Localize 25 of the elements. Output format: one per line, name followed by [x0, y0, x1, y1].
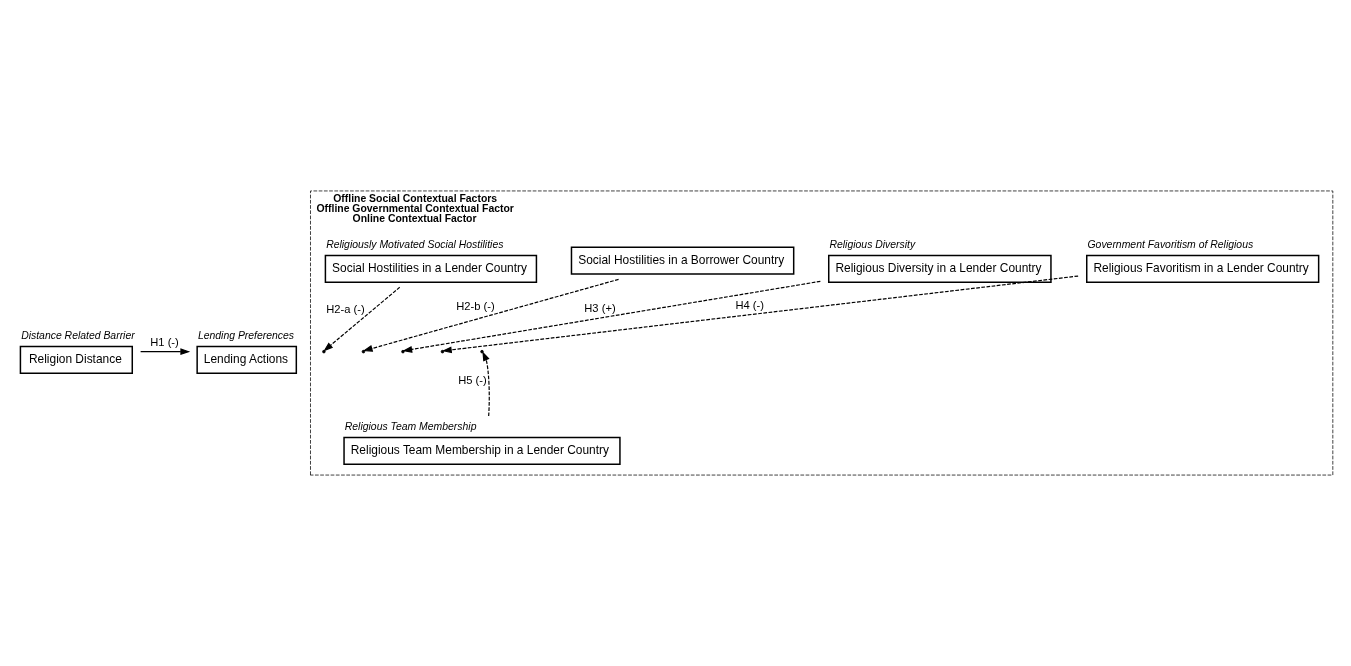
- edge-label: H5 (-): [458, 374, 487, 387]
- arrow: [362, 278, 620, 352]
- node-box: Social Hostilities in a Borrower Country: [570, 246, 795, 275]
- node-label: Religiously Motivated Social Hostilities: [326, 239, 504, 251]
- arrow: [402, 280, 821, 353]
- node-box: Religious Diversity in a Lender Country: [828, 254, 1052, 284]
- edge-label: H2-a (-): [326, 302, 365, 315]
- edge-label: H3 (+): [584, 301, 616, 314]
- node-box: Social Hostilities in a Lender Country: [324, 254, 538, 284]
- node-label: Government Favoritism of Religious: [1087, 239, 1254, 251]
- edge-label: H4 (-): [735, 299, 765, 312]
- arrow: [323, 286, 401, 352]
- arrow: [140, 348, 191, 356]
- arrow: [441, 275, 1079, 354]
- node-label: Lending Preferences: [197, 330, 295, 342]
- node-box: Religious Favoritism in a Lender Country: [1086, 254, 1320, 284]
- node-box: Lending Actions: [196, 345, 298, 374]
- node-label: Religious Team Membership: [344, 421, 477, 433]
- node-label: Distance Related Barrier: [21, 330, 135, 342]
- edge-label: H1 (-): [150, 335, 179, 348]
- node-label: Religious Diversity: [829, 239, 916, 251]
- arrow: [482, 351, 490, 417]
- node-box: Religion Distance: [19, 345, 133, 374]
- edge-label: H2-b (-): [456, 300, 495, 313]
- node-box: Religious Team Membership in a Lender Country: [343, 436, 621, 465]
